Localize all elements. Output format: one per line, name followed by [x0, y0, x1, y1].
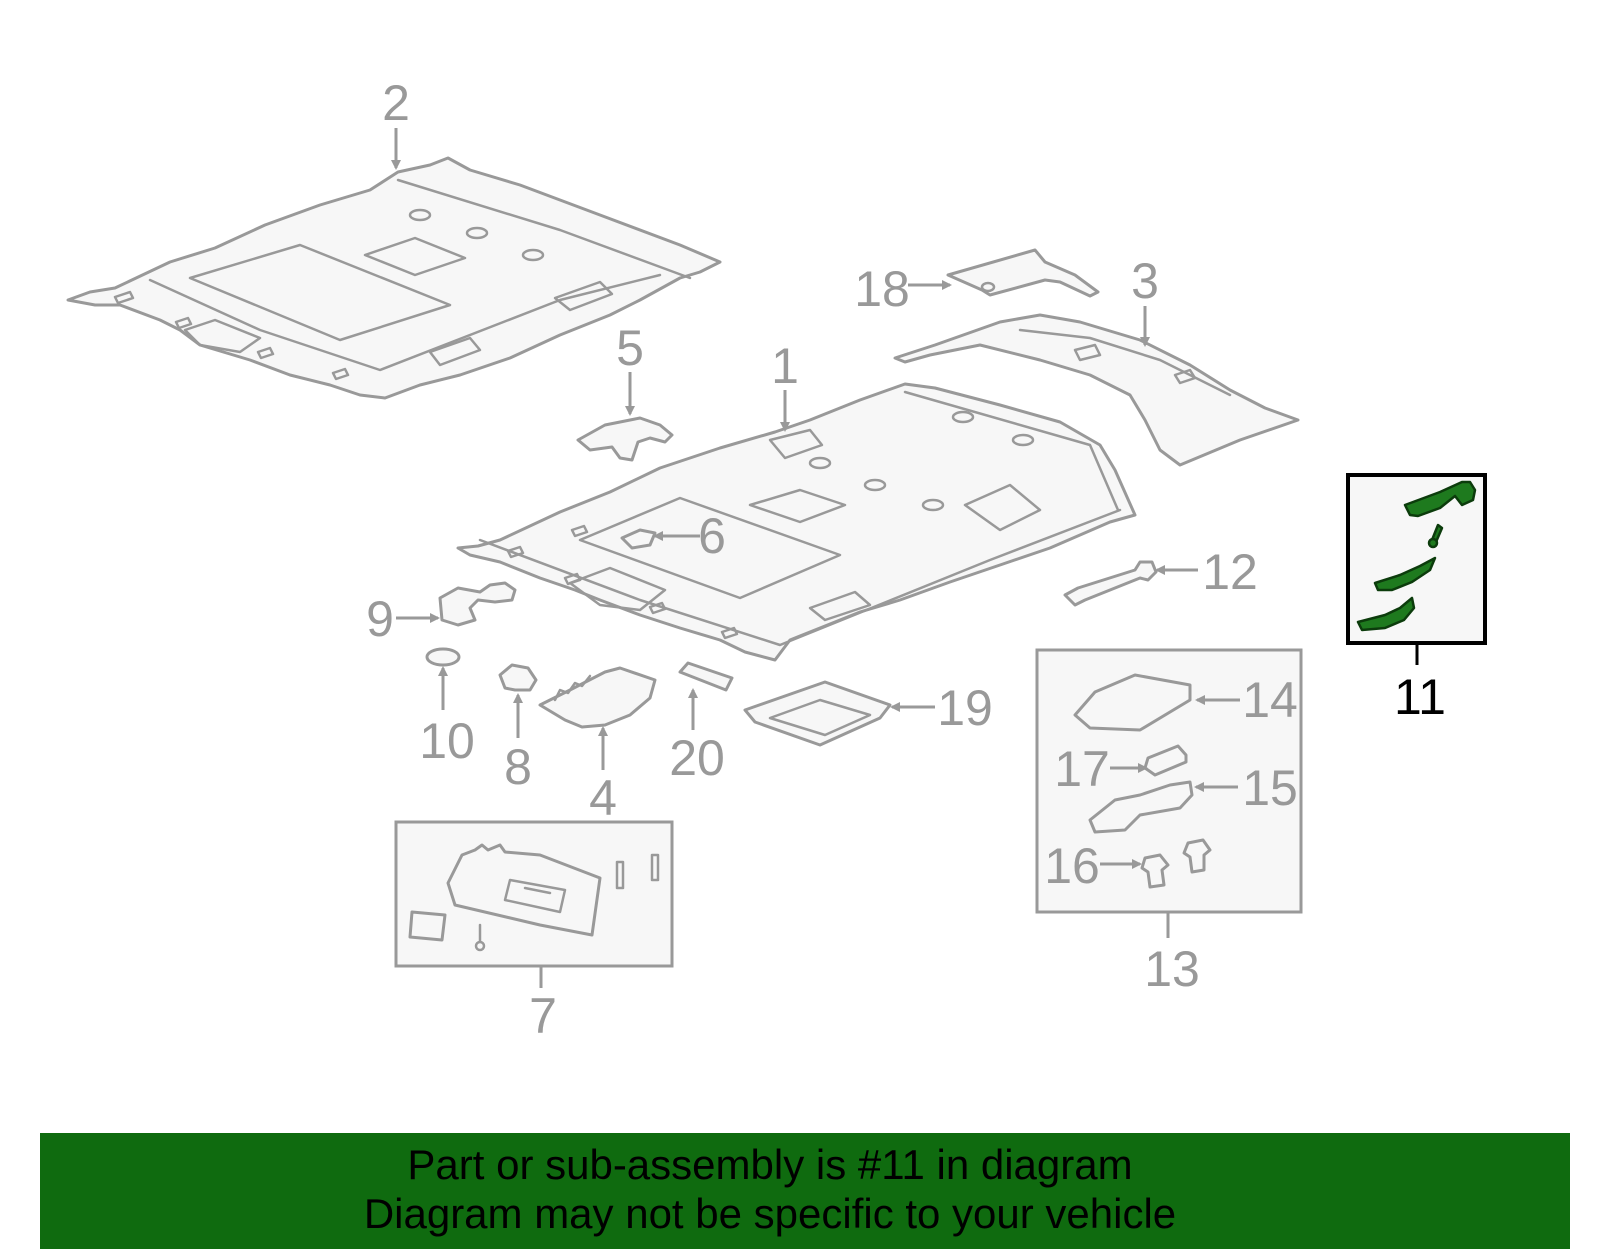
- part-12-rod[interactable]: [1063, 560, 1158, 607]
- callout-15: 15: [1242, 760, 1298, 816]
- callout-18: 18: [854, 261, 910, 317]
- callout-1: 1: [771, 338, 799, 394]
- callout-20: 20: [669, 730, 725, 786]
- part-11-highlight-box[interactable]: [1346, 473, 1487, 645]
- part-18-bracket[interactable]: [946, 248, 1100, 298]
- part-6-clip[interactable]: [620, 528, 657, 550]
- callout-9: 9: [366, 591, 394, 647]
- banner-line-2: Diagram may not be specific to your vehi…: [363, 1190, 1177, 1237]
- callout-7: 7: [529, 988, 557, 1044]
- banner-line-1: Part or sub-assembly is #11 in diagram: [407, 1141, 1133, 1188]
- callout-13: 13: [1144, 941, 1200, 997]
- callout-labels: 2 1 3 5 18 6 9 10 8 4 20 19 12 14 17 15 …: [366, 75, 1446, 1044]
- callout-2: 2: [382, 75, 410, 131]
- part-20-pad[interactable]: [678, 661, 734, 692]
- callout-14: 14: [1242, 672, 1298, 728]
- callout-12: 12: [1202, 544, 1258, 600]
- callout-3: 3: [1131, 253, 1159, 309]
- part-2-headliner[interactable]: [66, 156, 722, 400]
- callout-5: 5: [616, 320, 644, 376]
- callout-4: 4: [589, 770, 617, 826]
- part-13-lamp-box[interactable]: [1035, 648, 1303, 914]
- part-3-rear-trim[interactable]: [893, 313, 1300, 467]
- part-7-sunvisor-box[interactable]: [394, 820, 674, 968]
- callout-19: 19: [937, 680, 993, 736]
- callout-17: 17: [1054, 741, 1110, 797]
- part-9-bracket[interactable]: [438, 581, 517, 627]
- callout-8: 8: [504, 739, 532, 795]
- leader-lines: [391, 128, 1419, 988]
- callout-16: 16: [1044, 838, 1100, 894]
- info-banner: Part or sub-assembly is #11 in diagram D…: [40, 1133, 1570, 1249]
- part-19-console[interactable]: [743, 680, 892, 747]
- callout-6: 6: [698, 508, 726, 564]
- callout-10: 10: [419, 713, 475, 769]
- part-10-grommet[interactable]: [425, 647, 461, 667]
- part-4-cover[interactable]: [538, 666, 657, 729]
- part-5-bracket[interactable]: [576, 416, 674, 462]
- callout-11: 11: [1394, 669, 1446, 725]
- part-1-headliner[interactable]: [456, 382, 1137, 662]
- part-8-clip[interactable]: [498, 663, 538, 692]
